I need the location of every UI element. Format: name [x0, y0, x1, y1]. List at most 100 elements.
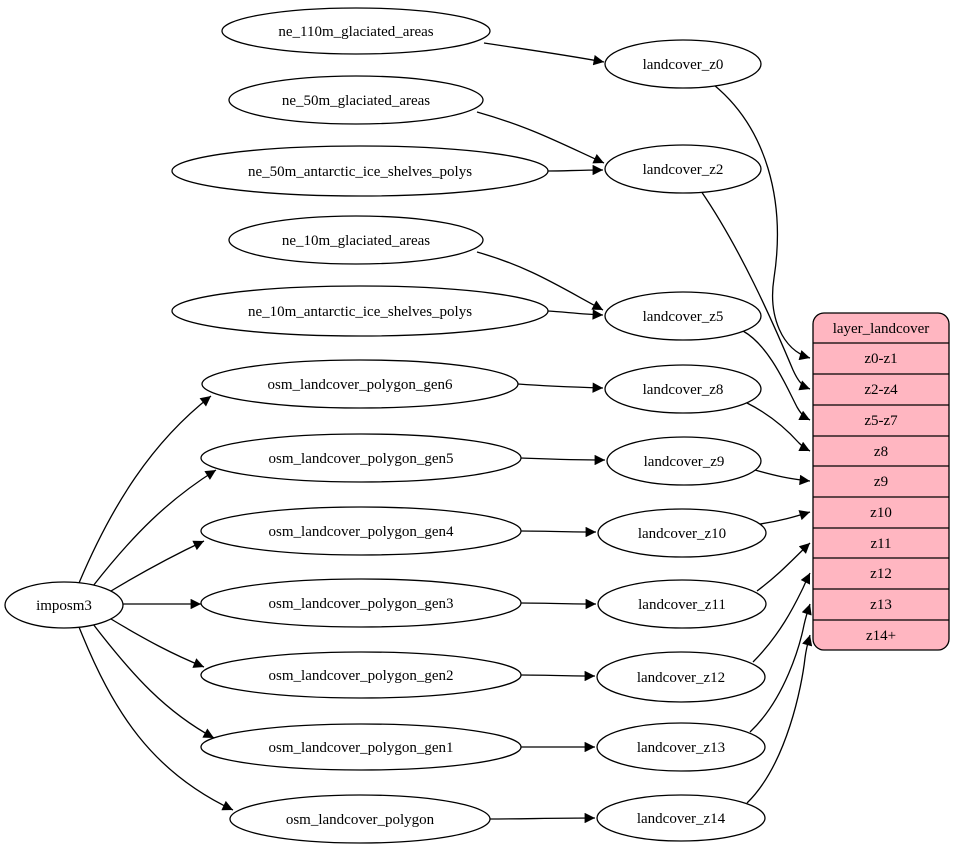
node-label: landcover_z8 — [643, 382, 724, 398]
table-row-z0-z1: z0-z1 — [864, 351, 897, 367]
edge-ne_50m_antarctic_ice_shelves_polys-landcover_z2 — [547, 164, 604, 176]
node-ne_10m_antarctic_ice_shelves_polys: ne_10m_antarctic_ice_shelves_polys — [171, 285, 549, 337]
table-row-z9: z9 — [874, 474, 888, 490]
edge-ne_50m_glaciated_areas-landcover_z2 — [476, 111, 605, 164]
node-ellipse — [604, 291, 762, 341]
node-ellipse — [201, 359, 519, 409]
node-osm_landcover_polygon_gen6: osm_landcover_polygon_gen6 — [201, 359, 519, 409]
table-row-z8: z8 — [874, 444, 888, 460]
node-label: landcover_z11 — [638, 597, 726, 613]
node-ne_50m_glaciated_areas: ne_50m_glaciated_areas — [228, 75, 484, 125]
node-ellipse — [596, 722, 766, 772]
node-ellipse — [606, 436, 762, 486]
node-label: osm_landcover_polygon_gen2 — [269, 668, 454, 684]
node-label: ne_10m_antarctic_ice_shelves_polys — [248, 304, 472, 320]
node-osm_landcover_polygon_gen1: osm_landcover_polygon_gen1 — [200, 723, 522, 771]
node-ellipse — [597, 508, 767, 558]
table-row-z12: z12 — [870, 566, 892, 582]
node-label: ne_110m_glaciated_areas — [278, 24, 433, 40]
node-ellipse — [604, 364, 762, 414]
edge-osm_landcover_polygon_gen3-landcover_z11 — [520, 598, 597, 610]
edge-osm_landcover_polygon-landcover_z14 — [489, 812, 596, 824]
edge-landcover_z0-row-z0-z1 — [713, 84, 811, 361]
node-label: imposm3 — [36, 598, 92, 614]
node-label: ne_50m_glaciated_areas — [282, 93, 430, 109]
edge-osm_landcover_polygon_gen2-landcover_z12 — [520, 670, 596, 682]
node-osm_landcover_polygon_gen4: osm_landcover_polygon_gen4 — [200, 506, 522, 556]
table-row-z2-z4: z2-z4 — [864, 382, 898, 398]
node-landcover_z10: landcover_z10 — [597, 508, 767, 558]
node-label: landcover_z14 — [637, 811, 726, 827]
edge-ne_110m_glaciated_areas-landcover_z0 — [483, 42, 605, 66]
node-landcover_z2: landcover_z2 — [604, 144, 762, 194]
node-landcover_z12: landcover_z12 — [596, 651, 766, 703]
node-osm_landcover_polygon: osm_landcover_polygon — [229, 794, 491, 844]
node-label: landcover_z12 — [637, 670, 725, 686]
node-ellipse — [229, 794, 491, 844]
table-row-z13: z13 — [870, 597, 892, 613]
node-label: landcover_z13 — [637, 740, 725, 756]
node-imposm3: imposm3 — [4, 581, 124, 629]
node-osm_landcover_polygon_gen2: osm_landcover_polygon_gen2 — [200, 651, 522, 699]
edge-imposm3-osm_landcover_polygon_gen4 — [110, 540, 205, 592]
node-label: ne_50m_antarctic_ice_shelves_polys — [248, 164, 472, 180]
node-landcover_z5: landcover_z5 — [604, 291, 762, 341]
node-ne_50m_antarctic_ice_shelves_polys: ne_50m_antarctic_ice_shelves_polys — [171, 145, 549, 197]
node-ellipse — [228, 215, 484, 265]
edge-landcover_z14-row-z14 — [746, 634, 813, 804]
node-landcover_z13: landcover_z13 — [596, 722, 766, 772]
node-label: landcover_z10 — [638, 526, 726, 542]
edge-ne_10m_antarctic_ice_shelves_polys-landcover_z5 — [547, 309, 604, 320]
node-ellipse — [200, 578, 522, 628]
edge-landcover_z12-row-z12 — [752, 572, 811, 663]
edges — [78, 42, 813, 824]
node-ellipse — [171, 285, 549, 337]
edge-landcover_z10-row-z10 — [759, 510, 811, 525]
edge-landcover_z11-row-z11 — [756, 542, 811, 592]
node-ellipse — [171, 145, 549, 197]
node-ellipse — [200, 651, 522, 699]
node-label: landcover_z0 — [643, 57, 724, 73]
node-landcover_z11: landcover_z11 — [597, 579, 767, 629]
node-ellipse — [604, 144, 762, 194]
node-label: osm_landcover_polygon — [286, 812, 435, 828]
node-landcover_z8: landcover_z8 — [604, 364, 762, 414]
table-row-z14plus: z14+ — [866, 628, 896, 644]
edge-osm_landcover_polygon_gen6-landcover_z8 — [517, 382, 604, 393]
node-label: osm_landcover_polygon_gen5 — [269, 451, 454, 467]
edge-landcover_z5-row-z5-z7 — [742, 330, 811, 421]
node-ellipse — [228, 75, 484, 125]
node-label: landcover_z2 — [643, 162, 724, 178]
edge-imposm3-osm_landcover_polygon — [78, 626, 234, 811]
edge-landcover_z2-row-z2-z4 — [700, 190, 811, 391]
node-label: osm_landcover_polygon_gen4 — [269, 524, 454, 540]
node-label: ne_10m_glaciated_areas — [282, 233, 430, 249]
node-ne_10m_glaciated_areas: ne_10m_glaciated_areas — [228, 215, 484, 265]
node-ellipse — [200, 433, 522, 483]
edge-landcover_z13-row-z13 — [749, 603, 812, 733]
node-ellipse — [597, 579, 767, 629]
node-landcover_z0: landcover_z0 — [604, 39, 762, 89]
node-label: landcover_z5 — [643, 309, 724, 325]
node-osm_landcover_polygon_gen3: osm_landcover_polygon_gen3 — [200, 578, 522, 628]
node-ellipse — [604, 39, 762, 89]
edge-imposm3-osm_landcover_polygon_gen5 — [92, 469, 217, 587]
table-row-z11: z11 — [870, 536, 891, 552]
table-layer_landcover: layer_landcover z0-z1 z2-z4 z5-z7 z8 z9 … — [812, 312, 950, 651]
node-ellipse — [200, 723, 522, 771]
node-ellipse — [200, 506, 522, 556]
edge-imposm3-osm_landcover_polygon_gen1 — [92, 623, 215, 739]
table-title: layer_landcover — [833, 321, 930, 337]
table-row-z5-z7: z5-z7 — [864, 413, 898, 429]
edge-osm_landcover_polygon_gen5-landcover_z9 — [520, 454, 606, 466]
node-label: osm_landcover_polygon_gen3 — [269, 596, 454, 612]
edge-imposm3-osm_landcover_polygon_gen6 — [78, 395, 212, 584]
node-landcover_z9: landcover_z9 — [606, 436, 762, 486]
edge-landcover_z8-row-z8 — [746, 402, 811, 452]
table-row-z10: z10 — [870, 505, 892, 521]
node-label: osm_landcover_polygon_gen1 — [269, 740, 454, 756]
node-ellipse — [4, 581, 124, 629]
node-ellipse — [596, 651, 766, 703]
